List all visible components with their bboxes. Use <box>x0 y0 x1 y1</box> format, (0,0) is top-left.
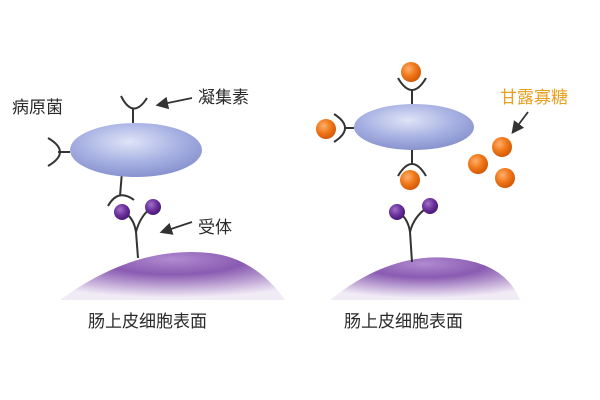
lectin-bottom-left <box>107 171 135 207</box>
lectin-bottom-right <box>397 150 427 177</box>
pathogen-body-left <box>70 123 202 177</box>
label-lectin: 凝集素 <box>198 88 249 108</box>
receptor-ball-right-2 <box>422 198 438 214</box>
mannose-free-1 <box>492 137 512 157</box>
label-mannose: 甘露寡糖 <box>500 88 568 108</box>
lectin-side-left <box>47 137 70 167</box>
label-surface-left: 肠上皮细胞表面 <box>88 312 207 332</box>
cell-surface-right <box>330 257 520 300</box>
mannose-free-3 <box>495 168 515 188</box>
mannose-bound-bottom <box>400 170 420 190</box>
arrow-lectin <box>155 96 193 110</box>
receptor-ball-right-1 <box>389 204 405 220</box>
receptor-ball-left-2 <box>145 199 161 215</box>
mannose-free-2 <box>468 154 488 174</box>
lectin-top-right <box>397 77 427 104</box>
receptor-ball-left-1 <box>114 204 130 220</box>
mannose-bound-left <box>316 119 336 139</box>
label-receptor: 受体 <box>198 218 232 238</box>
lectin-top-left <box>120 95 148 123</box>
lectin-side-right <box>333 113 354 143</box>
arrow-receptor <box>159 221 193 235</box>
cell-surface-left <box>60 251 285 300</box>
mannose-bound-top <box>401 62 421 82</box>
arrow-mannose <box>511 111 529 135</box>
label-surface-right: 肠上皮细胞表面 <box>344 312 463 332</box>
pathogen-body-right <box>354 104 474 150</box>
label-pathogen: 病原菌 <box>12 98 63 118</box>
